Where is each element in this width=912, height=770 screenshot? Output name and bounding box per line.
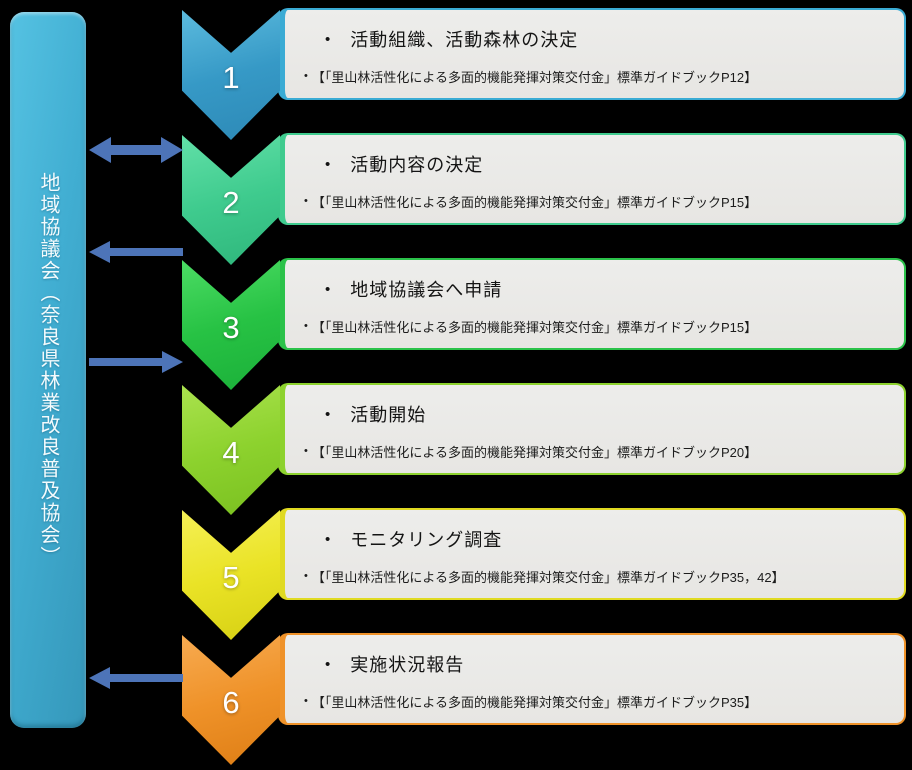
step-4-number: 4 (222, 435, 240, 470)
bullet-icon: • (304, 70, 308, 82)
step-1-card: • 活動組織、活動森林の決定 • 【「里山林活性化による多面的機能発揮対策交付金… (278, 8, 906, 100)
step-3-card: • 地域協議会へ申請 • 【「里山林活性化による多面的機能発揮対策交付金」標準ガ… (278, 258, 906, 350)
step-1-note: 【「里山林活性化による多面的機能発揮対策交付金」標準ガイドブックP12】 (311, 70, 758, 85)
step-5-note: 【「里山林活性化による多面的機能発揮対策交付金」標準ガイドブックP35，42】 (311, 570, 785, 585)
step-3-title: 地域協議会へ申請 (350, 280, 503, 300)
step-5-card: • モニタリング調査 • 【「里山林活性化による多面的機能発揮対策交付金」標準ガ… (278, 508, 906, 600)
step-5-title: モニタリング調査 (350, 530, 503, 550)
step-2-number: 2 (222, 185, 240, 220)
double-arrow-icon (89, 137, 183, 163)
bullet-icon: • (304, 695, 308, 707)
step-6-note: 【「里山林活性化による多面的機能発揮対策交付金」標準ガイドブックP35】 (311, 695, 758, 710)
right-arrow-icon (89, 351, 183, 373)
step-6-number: 6 (222, 685, 240, 720)
regional-council-bar: 地域協議会（奈良県林業改良普及協会） (10, 12, 86, 728)
bullet-icon: • (325, 155, 331, 173)
step-4-card: • 活動開始 • 【「里山林活性化による多面的機能発揮対策交付金」標準ガイドブッ… (278, 383, 906, 475)
bullet-icon: • (325, 280, 331, 298)
step-1-chevron: 1 (182, 10, 280, 140)
left-arrow-icon (89, 241, 183, 263)
step-1-title: 活動組織、活動森林の決定 (350, 30, 579, 50)
regional-council-label: 地域協議会（奈良県林業改良普及協会） (37, 172, 59, 568)
step-6-card: • 実施状況報告 • 【「里山林活性化による多面的機能発揮対策交付金」標準ガイド… (278, 633, 906, 725)
step-2-chevron: 2 (182, 135, 280, 265)
step-4-chevron: 4 (182, 385, 280, 515)
step-6-chevron: 6 (182, 635, 280, 765)
step-3-title-row: • 地域協議会へ申請 (325, 276, 892, 302)
step-3-number: 3 (222, 310, 240, 345)
bullet-icon: • (304, 320, 308, 332)
step-4-title-row: • 活動開始 (325, 401, 892, 427)
step-3-note-row: • 【「里山林活性化による多面的機能発揮対策交付金」標準ガイドブックP15】 (304, 317, 892, 336)
step-1-number: 1 (222, 60, 240, 95)
step-2-title-row: • 活動内容の決定 (325, 151, 892, 177)
left-arrow-icon (89, 667, 183, 689)
step-3-note: 【「里山林活性化による多面的機能発揮対策交付金」標準ガイドブックP15】 (311, 320, 758, 335)
step-2-card: • 活動内容の決定 • 【「里山林活性化による多面的機能発揮対策交付金」標準ガイ… (278, 133, 906, 225)
step-6-note-row: • 【「里山林活性化による多面的機能発揮対策交付金」標準ガイドブックP35】 (304, 692, 892, 711)
bullet-icon: • (304, 570, 308, 582)
step-4-title: 活動開始 (350, 405, 427, 425)
step-5-title-row: • モニタリング調査 (325, 526, 892, 552)
step-5-note-row: • 【「里山林活性化による多面的機能発揮対策交付金」標準ガイドブックP35，42… (304, 567, 892, 586)
bullet-icon: • (325, 530, 331, 548)
step-6-title: 実施状況報告 (350, 655, 465, 675)
step-4-note-row: • 【「里山林活性化による多面的機能発揮対策交付金」標準ガイドブックP20】 (304, 442, 892, 461)
step-1-title-row: • 活動組織、活動森林の決定 (325, 26, 892, 52)
bullet-icon: • (304, 195, 308, 207)
step-2-note: 【「里山林活性化による多面的機能発揮対策交付金」標準ガイドブックP15】 (311, 195, 758, 210)
step-6-title-row: • 実施状況報告 (325, 651, 892, 677)
step-2-title: 活動内容の決定 (350, 155, 484, 175)
step-2-note-row: • 【「里山林活性化による多面的機能発揮対策交付金」標準ガイドブックP15】 (304, 192, 892, 211)
step-3-chevron: 3 (182, 260, 280, 390)
step-1-note-row: • 【「里山林活性化による多面的機能発揮対策交付金」標準ガイドブックP12】 (304, 67, 892, 86)
step-5-number: 5 (222, 560, 240, 595)
step-4-note: 【「里山林活性化による多面的機能発揮対策交付金」標準ガイドブックP20】 (311, 445, 758, 460)
bullet-icon: • (325, 405, 331, 423)
step-5-chevron: 5 (182, 510, 280, 640)
bullet-icon: • (325, 655, 331, 673)
bullet-icon: • (325, 30, 331, 48)
bullet-icon: • (304, 445, 308, 457)
